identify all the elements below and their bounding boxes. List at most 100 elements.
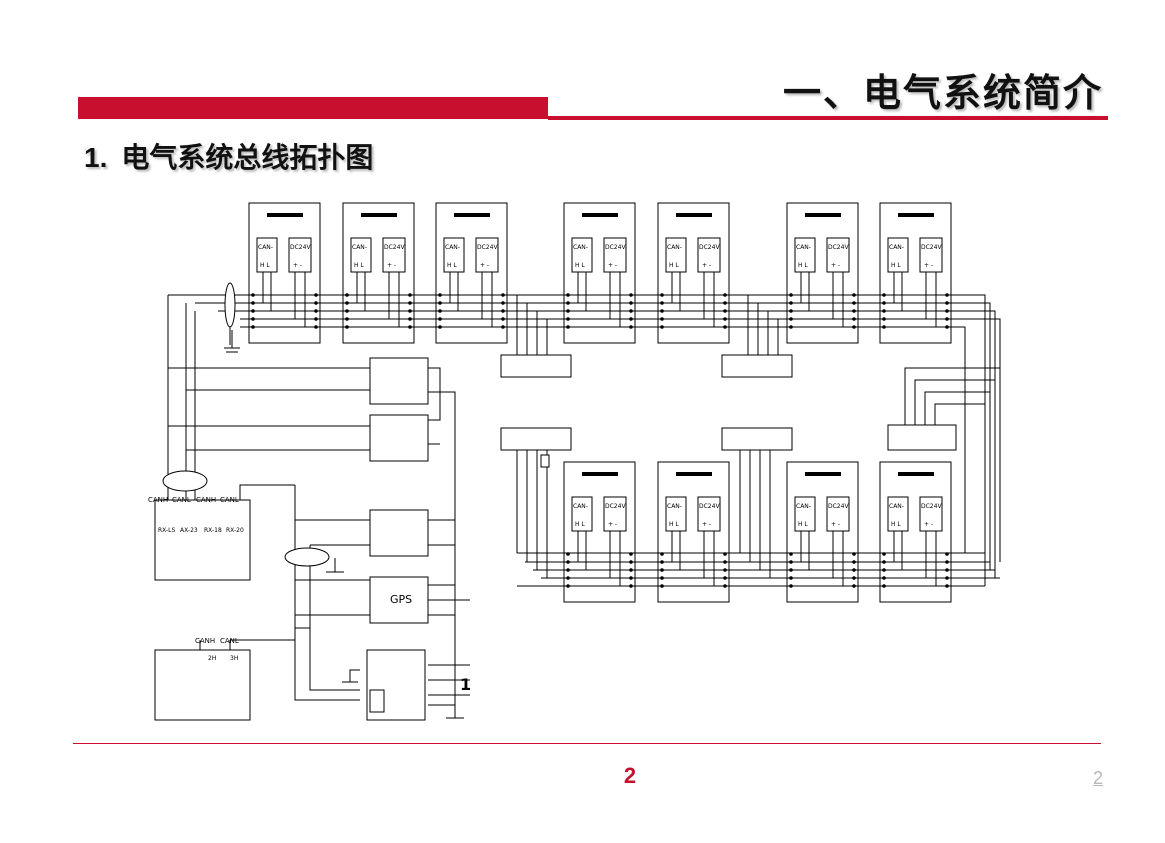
gps-device [369,576,429,624]
dc-label: DC24V [828,503,849,510]
module-title-bar [676,472,712,476]
pc-left-can-4: CANL [220,496,239,504]
can-pins: H L [260,262,270,269]
can-label: CAN- [573,503,588,510]
can-label: CAN- [796,244,811,251]
dc-pins: + - [608,521,617,528]
module-title-bar [805,213,841,217]
adapters [500,354,957,468]
dc-label: DC24V [605,503,626,510]
corner-page-number: 2 [1092,768,1103,788]
can-label: CAN- [573,244,588,251]
can-label: CAN- [445,244,460,251]
dc-label: DC24V [384,244,405,251]
controller-modules: CAN- DC24V H L + - CAN- DC24V H L + - CAN- DC24V H… [248,202,952,603]
pc-left-pin-1: RX-LS [158,527,175,534]
section-number: 1. [84,142,108,173]
module-title-bar [898,213,934,217]
pc-left-pin-2: AX-23 [180,527,198,534]
can-pins: H L [891,521,901,528]
dc-pins: + - [831,262,840,269]
footer-divider [73,743,1101,744]
adapter-1 [500,354,572,378]
bus-coil-left [162,470,208,492]
dc-pins: + - [293,262,302,269]
relay-device-1 [369,357,429,405]
adapter-3 [500,427,572,451]
pc-left-can-1: CANH [148,496,168,504]
dc-pins: + - [924,521,933,528]
can-label: CAN- [796,503,811,510]
pc-bottom-can-1: CANH [195,637,215,645]
pc-left-can-3: CANH [196,496,216,504]
dc-label: DC24V [290,244,311,251]
module-title-bar [582,472,618,476]
can-pins: H L [669,262,679,269]
bus-wiring [155,294,1001,719]
header-red-line [548,116,1108,120]
slide-title: 一、电气系统简介 [782,71,1103,115]
can-pins: H L [575,262,585,269]
section-heading: 1. 电气系统总线拓扑图 [84,136,373,176]
adapter-5 [887,424,957,451]
can-label: CAN- [352,244,367,251]
pc-bottom-pin-2: 3H [230,655,238,662]
dc-pins: + - [387,262,396,269]
pc-bottom-pin-1: 2H [208,655,216,662]
top-controller-module-2: CAN- DC24V H L + - [342,202,415,344]
top-controller-module-1: CAN- DC24V H L + - [248,202,321,344]
power-output-label: 1 [460,675,471,694]
can-label: CAN- [889,503,904,510]
module-title-bar [267,213,303,217]
can-pins: H L [575,521,585,528]
module-title-bar [898,472,934,476]
pc-left-pin-4: RX-20 [226,527,244,534]
dc-label: DC24V [699,503,720,510]
pc-left [154,499,251,581]
can-pins: H L [354,262,364,269]
dc-pins: + - [480,262,489,269]
section-title: 电气系统总线拓扑图 [121,141,374,174]
pc-left-pin-3: RX-18 [204,527,222,534]
dc-pins: + - [608,262,617,269]
relay-device-2 [369,414,429,462]
dc-pins: + - [702,262,711,269]
can-pins: H L [891,262,901,269]
header-red-bar [78,97,548,119]
can-label: CAN- [667,503,682,510]
pc-bottom [154,649,251,721]
can-pins: H L [669,521,679,528]
bottom-controller-module-1: CAN- DC24V H L + - [563,461,636,603]
dc-label: DC24V [828,244,849,251]
module-title-bar [676,213,712,217]
dc-label: DC24V [699,244,720,251]
dc-pins: + - [702,521,711,528]
terminal-device [369,509,429,557]
module-title-bar [454,213,490,217]
bottom-controller-module-2: CAN- DC24V H L + - [657,461,730,603]
power-device [366,649,426,721]
adapter-2 [721,354,793,378]
can-label: CAN- [258,244,273,251]
left-center-devices [154,282,429,721]
gps-label: GPS [390,593,412,606]
adapter-4 [721,427,793,451]
pc-left-can-2: CANL [172,496,191,504]
module-title-bar [582,213,618,217]
bottom-controller-module-4: CAN- DC24V H L + - [879,461,952,603]
module-title-bar [805,472,841,476]
pc-bottom-can-2: CANL [220,637,239,645]
bus-coil-top [224,282,236,328]
dc-label: DC24V [921,503,942,510]
can-pins: H L [798,521,808,528]
module-title-bar [361,213,397,217]
bus-coil-center [284,547,330,567]
can-label: CAN- [889,244,904,251]
